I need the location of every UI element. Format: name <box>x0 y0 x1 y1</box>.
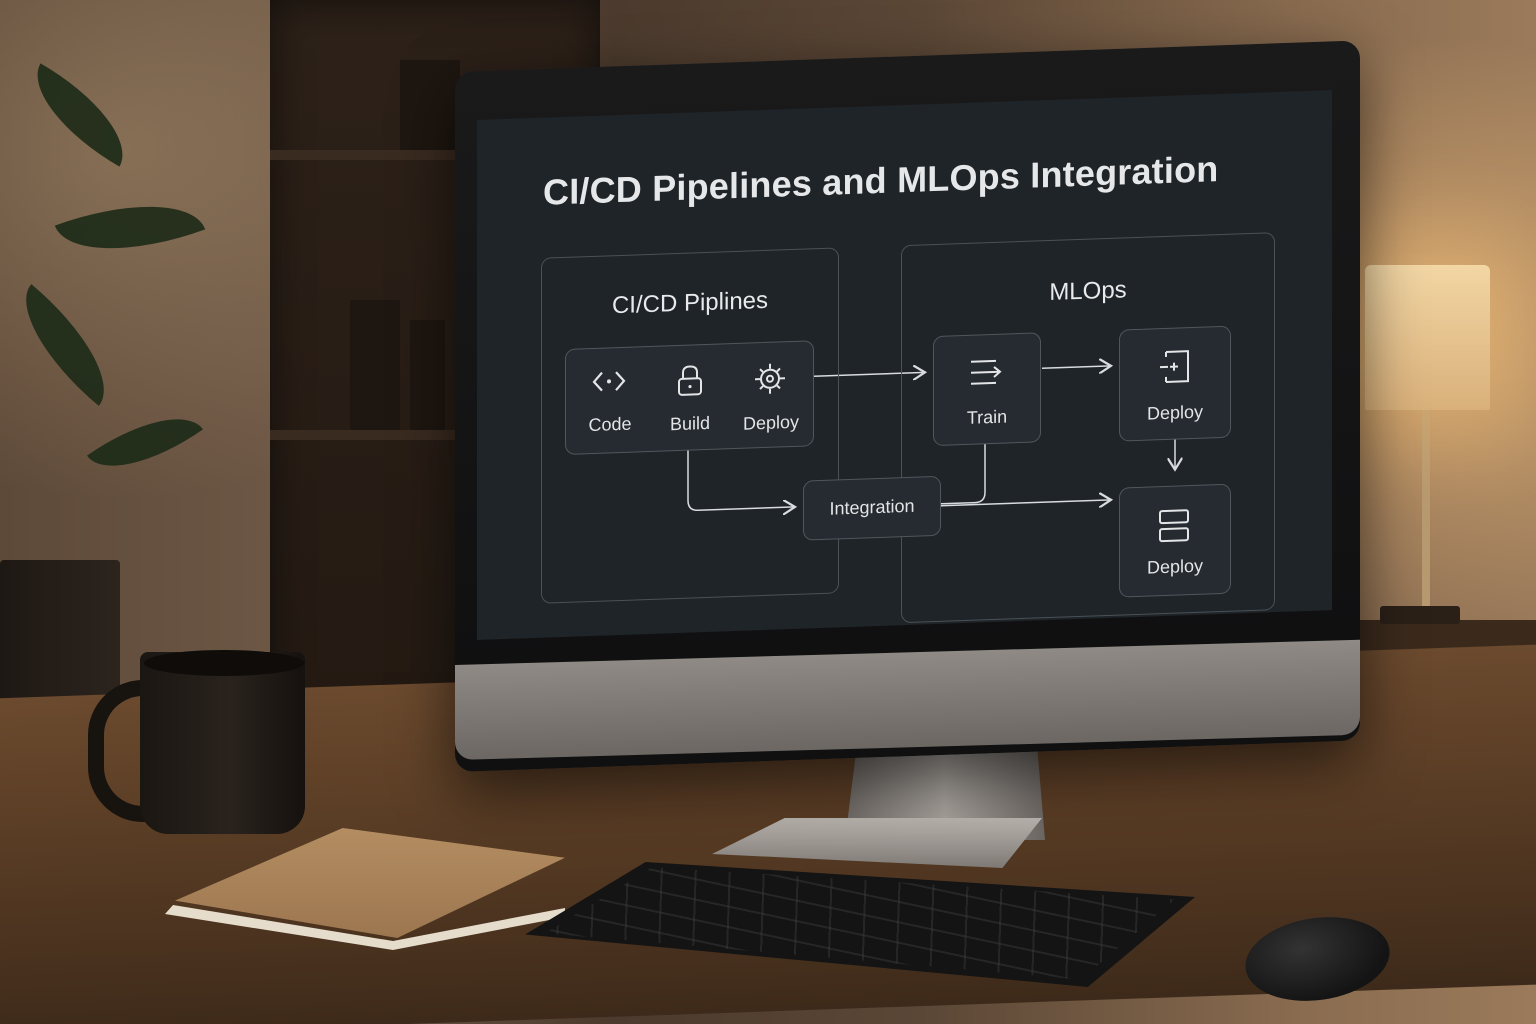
deploy-bottom-box: Deploy <box>1119 483 1231 598</box>
integration-box: Integration <box>803 475 941 541</box>
server-icon <box>1159 509 1189 543</box>
arrow-build-to-integration <box>687 442 795 511</box>
lines-arrow-icon <box>971 359 1002 385</box>
deploy-top-label: Deploy <box>1146 401 1204 424</box>
cicd-panel-title: CI/CD Piplines <box>611 286 769 320</box>
deploy-bottom-label: Deploy <box>1146 555 1204 578</box>
train-box: Train <box>933 332 1041 447</box>
lamp-base <box>1380 606 1460 624</box>
mug-rim <box>144 650 304 676</box>
mlops-panel-title: MLOps <box>1049 276 1127 307</box>
lock-icon <box>678 365 702 396</box>
deploy-top-box: Deploy <box>1119 325 1231 442</box>
train-label: Train <box>966 406 1008 428</box>
step-build-label: Build <box>669 412 711 435</box>
integration-label: Integration <box>829 495 915 519</box>
monitor-screen: CI/CD Pipelines and MLOps Integration CI… <box>477 90 1332 640</box>
arrow-train-to-integration <box>941 438 986 505</box>
step-deploy-label: Deploy <box>742 411 800 434</box>
cicd-steps-box: Code Build Deploy <box>565 340 814 455</box>
step-code-label: Code <box>588 413 632 436</box>
arrow-train-to-deploy <box>1042 366 1111 368</box>
arrow-integration-to-deploy <box>941 500 1111 506</box>
square-plus-icon <box>1160 350 1189 383</box>
arrow-cicd-to-train <box>814 372 925 376</box>
code-icon <box>592 371 626 392</box>
lamp-stem <box>1422 410 1430 610</box>
gear-icon <box>755 363 785 394</box>
coffee-mug <box>140 652 305 834</box>
lamp-shade <box>1365 265 1490 410</box>
